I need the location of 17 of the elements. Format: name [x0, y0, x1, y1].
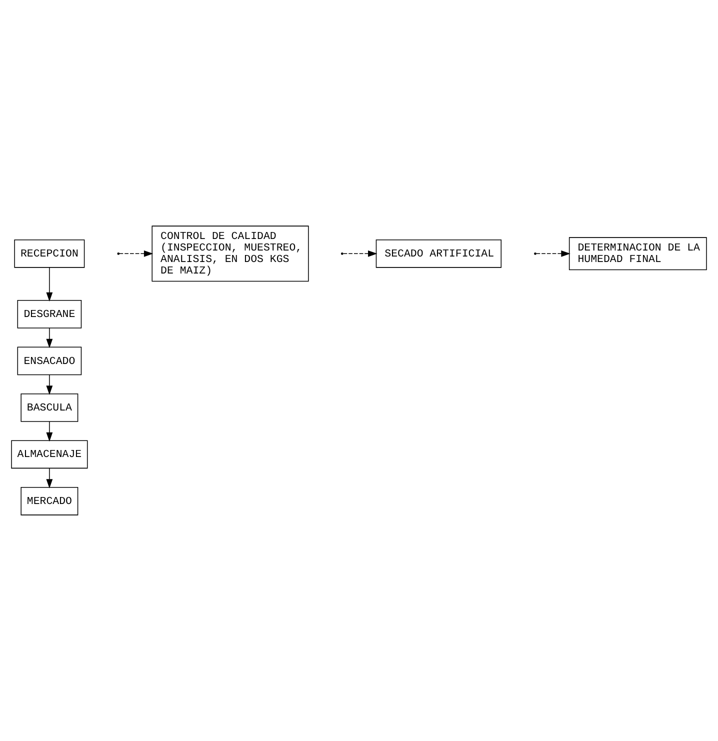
arrow: [46, 374, 53, 395]
node-box: RECEPCION: [14, 239, 85, 268]
arrow: [46, 421, 53, 442]
node-box: SECADO ARTIFICIAL: [376, 239, 502, 268]
arrow: [342, 250, 378, 257]
node-box: BASCULA: [20, 393, 78, 422]
node-box: CONTROL DE CALIDAD (INSPECCION, MUESTREO, ANALISIS, EN DOS KGS DE MAIZ): [152, 226, 309, 282]
arrow: [118, 250, 154, 257]
arrow: [536, 250, 570, 257]
node-box: ALMACENAJE: [11, 440, 88, 469]
node-box: DETERMINACION DE LA HUMEDAD FINAL: [568, 237, 707, 270]
node-box: ENSACADO: [17, 346, 82, 376]
arrow: [46, 328, 53, 348]
arrow: [46, 468, 53, 488]
node-box: DESGRANE: [17, 300, 82, 328]
node-box: MERCADO: [20, 486, 78, 516]
arrow: [46, 267, 53, 302]
